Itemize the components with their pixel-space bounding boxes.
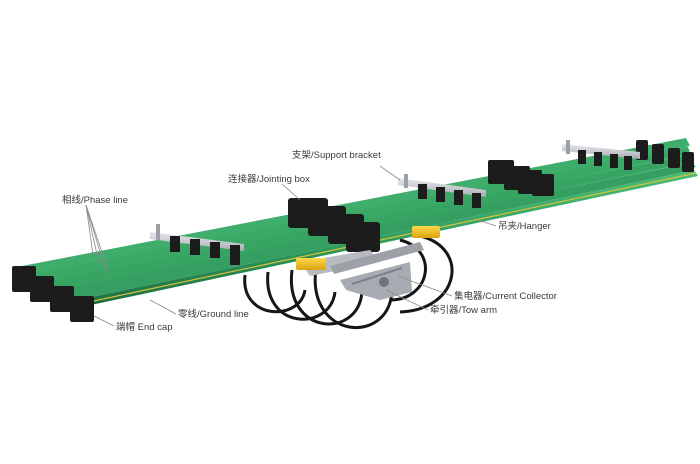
jointing-box	[288, 198, 380, 252]
label-hanger: 吊夹/Hanger	[498, 220, 551, 232]
label-ground-line: 零线/Ground line	[178, 308, 249, 320]
label-tow-arm: 牵引器/Tow arm	[430, 305, 497, 316]
label-support-bracket: 支架/Support bracket	[292, 149, 381, 161]
end-caps	[12, 266, 94, 322]
hanger-blocks	[488, 160, 554, 196]
end-caps-right	[636, 140, 694, 172]
support-bracket-right	[562, 140, 640, 170]
label-phase-line: 相线/Phase line	[62, 194, 128, 206]
ground-stripe	[69, 172, 697, 307]
collector-cables	[243, 234, 454, 329]
support-bracket-middle	[398, 174, 486, 208]
end-cap-4	[70, 296, 94, 322]
end-cap-2	[30, 276, 54, 302]
current-collector	[296, 226, 440, 300]
end-cap-3	[50, 286, 74, 312]
label-current-collector: 集电器/Current Collector	[454, 290, 557, 302]
label-jointing-box: 连接器/Jointing box	[228, 173, 310, 185]
support-bracket-left	[150, 224, 244, 265]
leader-lines	[85, 165, 497, 327]
label-end-cap: 端帽 End cap	[116, 321, 173, 333]
